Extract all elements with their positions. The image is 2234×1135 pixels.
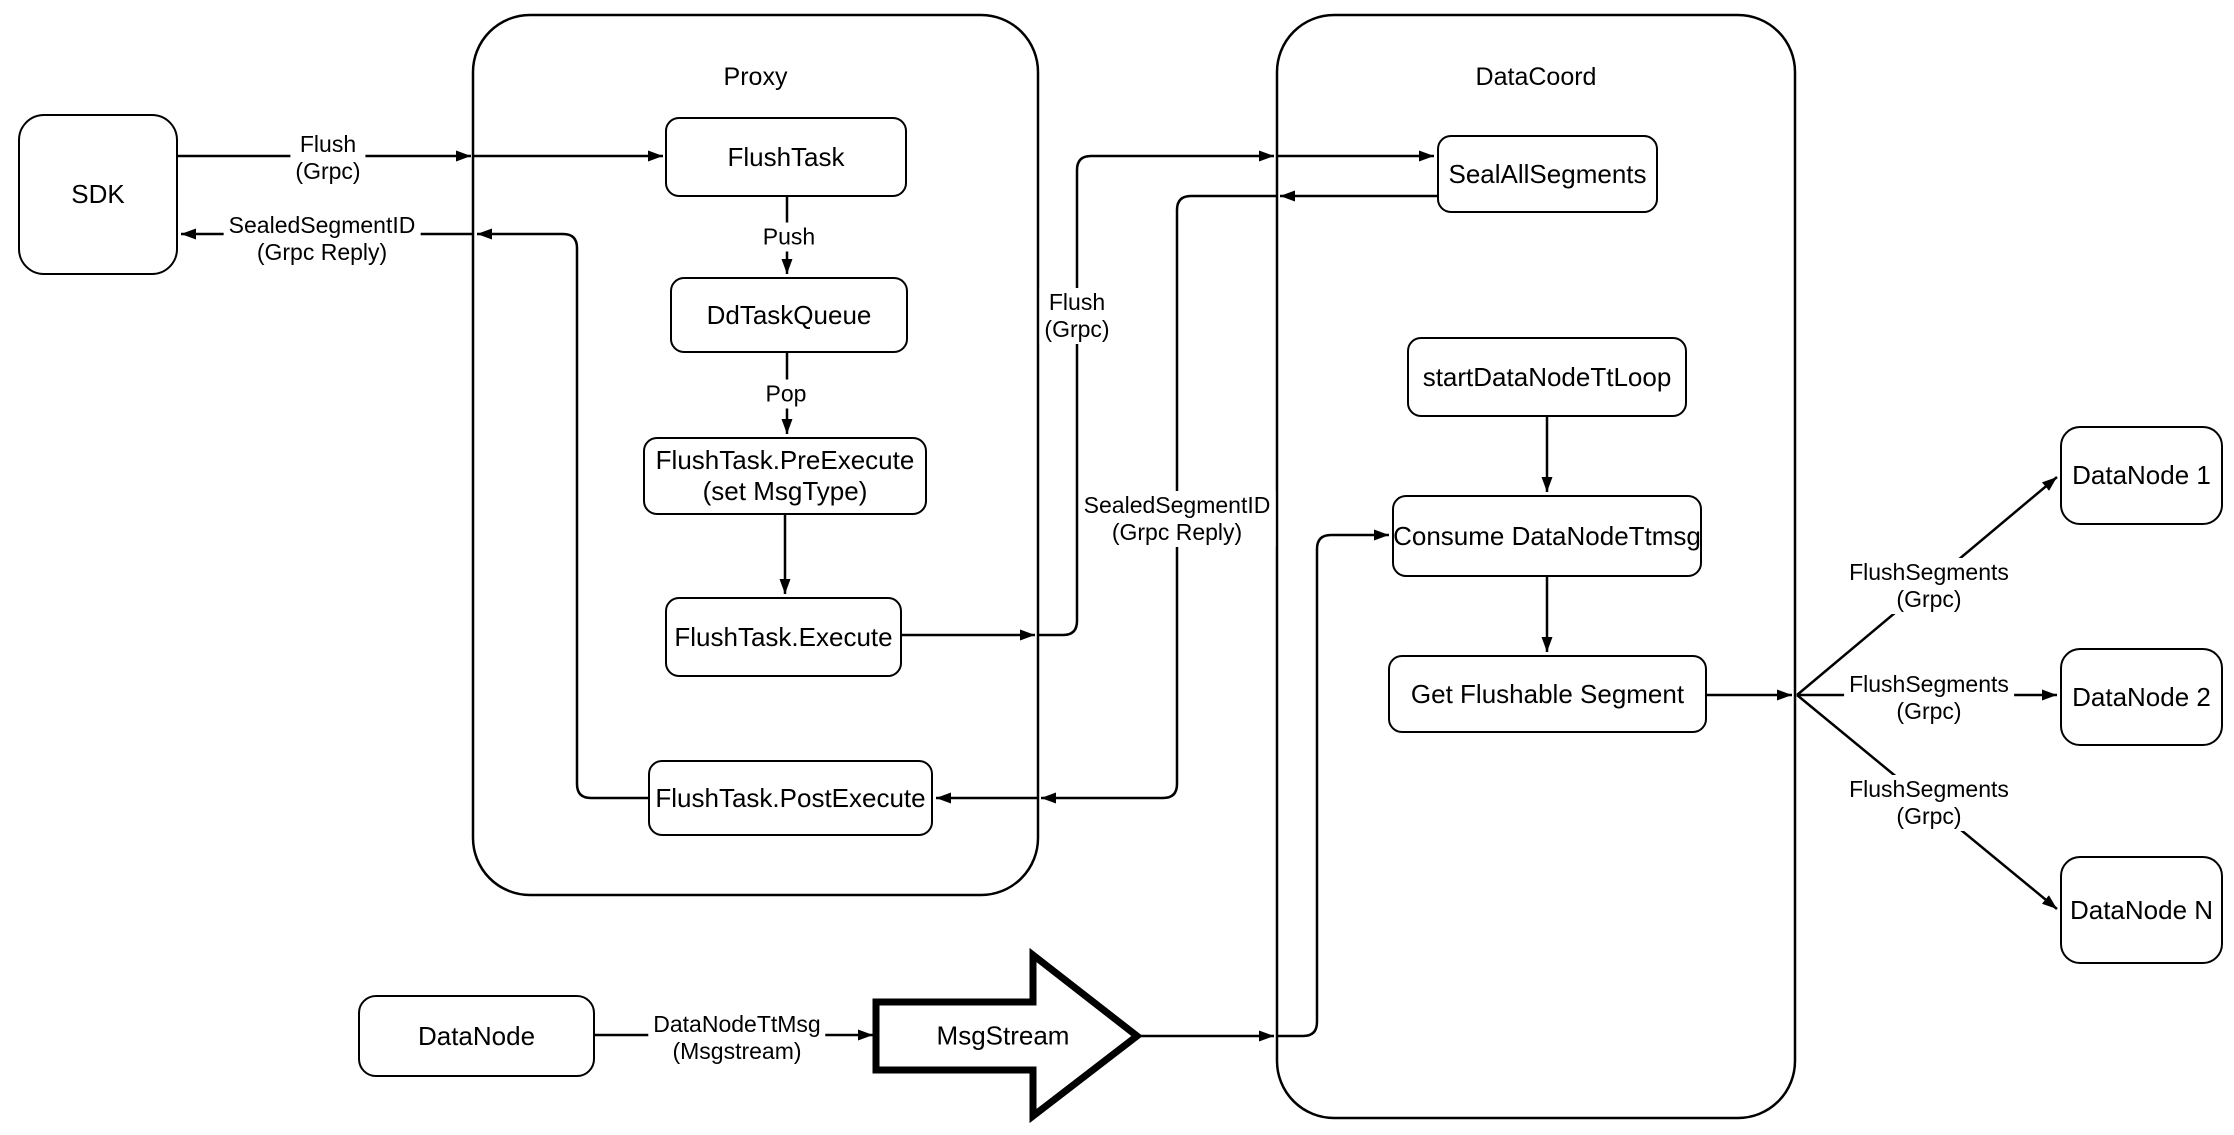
- edge-label-text: (Grpc): [295, 158, 361, 184]
- node-datanode-1: DataNode 1: [2060, 426, 2223, 525]
- node-datanode-n: DataNode N: [2060, 856, 2223, 964]
- edge-label-sealed-segment-id-reply-sdk: SealedSegmentID (Grpc Reply): [223, 211, 421, 267]
- edge-label-text: FlushSegments: [1849, 671, 2009, 697]
- edge-label-text: FlushSegments: [1849, 776, 2009, 802]
- edge-label-text: (Grpc Reply): [1111, 519, 1243, 545]
- edge-label-text: SealedSegmentID: [1083, 492, 1271, 518]
- edge-label-text: (Grpc): [1044, 316, 1110, 342]
- edge-label-flush-grpc-mid: Flush (Grpc): [1039, 288, 1115, 344]
- edge-label-flush-segments-2: FlushSegments (Grpc): [1844, 670, 2014, 726]
- edge-label-text: Flush: [1048, 289, 1106, 315]
- edge-label-text: (Grpc): [1896, 698, 1962, 724]
- msgstream-block-arrow: [872, 947, 1143, 1124]
- edge-label-text: Flush: [299, 131, 357, 157]
- node-flush-task-pre-execute: FlushTask.PreExecute (set MsgType): [643, 437, 927, 515]
- node-consume-data-node-ttmsg: Consume DataNodeTtmsg: [1392, 495, 1702, 577]
- edge-label-flush-segments-3: FlushSegments (Grpc): [1844, 775, 2014, 831]
- edge-label-flush-segments-1: FlushSegments (Grpc): [1844, 558, 2014, 614]
- edge-label-text: Pop: [765, 380, 807, 407]
- node-get-flushable-segment: Get Flushable Segment: [1388, 655, 1707, 733]
- node-pre-execute-line1: FlushTask.PreExecute: [655, 445, 915, 475]
- edge-label-text: (Msgstream): [672, 1038, 802, 1064]
- node-start-data-node-tt-loop: startDataNodeTtLoop: [1407, 337, 1687, 417]
- node-flush-task: FlushTask: [665, 117, 907, 197]
- edge-postexecute-proxyedge: [477, 228, 648, 800]
- edge-label-text: SealedSegmentID: [228, 212, 416, 238]
- node-datanode: DataNode: [358, 995, 595, 1077]
- node-sdk: SDK: [18, 114, 178, 275]
- edge-label-datanode-ttmsg: DataNodeTtMsg (Msgstream): [648, 1010, 826, 1066]
- node-datanode-2: DataNode 2: [2060, 648, 2223, 746]
- msgstream-arrow-label: MsgStream: [936, 1020, 1070, 1051]
- node-dd-task-queue: DdTaskQueue: [670, 277, 908, 353]
- proxy-container-title: Proxy: [723, 63, 788, 91]
- edge-proxy-datacoordedge: [1038, 150, 1274, 637]
- node-flush-task-post-execute: FlushTask.PostExecute: [648, 760, 933, 836]
- edge-label-sealed-segment-id-reply-mid: SealedSegmentID (Grpc Reply): [1078, 491, 1276, 547]
- edge-label-flush-grpc-sdk: Flush (Grpc): [290, 130, 366, 186]
- node-pre-execute-line2: (set MsgType): [702, 476, 868, 506]
- edge-label-text: (Grpc Reply): [256, 239, 388, 265]
- proxy-container: [471, 13, 1040, 897]
- node-flush-task-execute: FlushTask.Execute: [665, 597, 902, 677]
- edge-datacoordedge-consume: [1277, 529, 1389, 1038]
- edge-label-text: (Grpc): [1896, 586, 1962, 612]
- edge-label-push: Push: [757, 222, 821, 252]
- flow-edges: [178, 150, 2058, 1042]
- edge-label-text: DataNodeTtMsg: [653, 1011, 821, 1037]
- edge-label-text: FlushSegments: [1849, 559, 2009, 585]
- datacoord-container: [1275, 13, 1797, 1120]
- edge-label-text: (Grpc): [1896, 803, 1962, 829]
- edge-label-text: Push: [762, 223, 816, 250]
- edge-label-pop: Pop: [760, 379, 812, 409]
- node-seal-all-segments: SealAllSegments: [1437, 135, 1658, 213]
- datacoord-container-title: DataCoord: [1475, 63, 1597, 91]
